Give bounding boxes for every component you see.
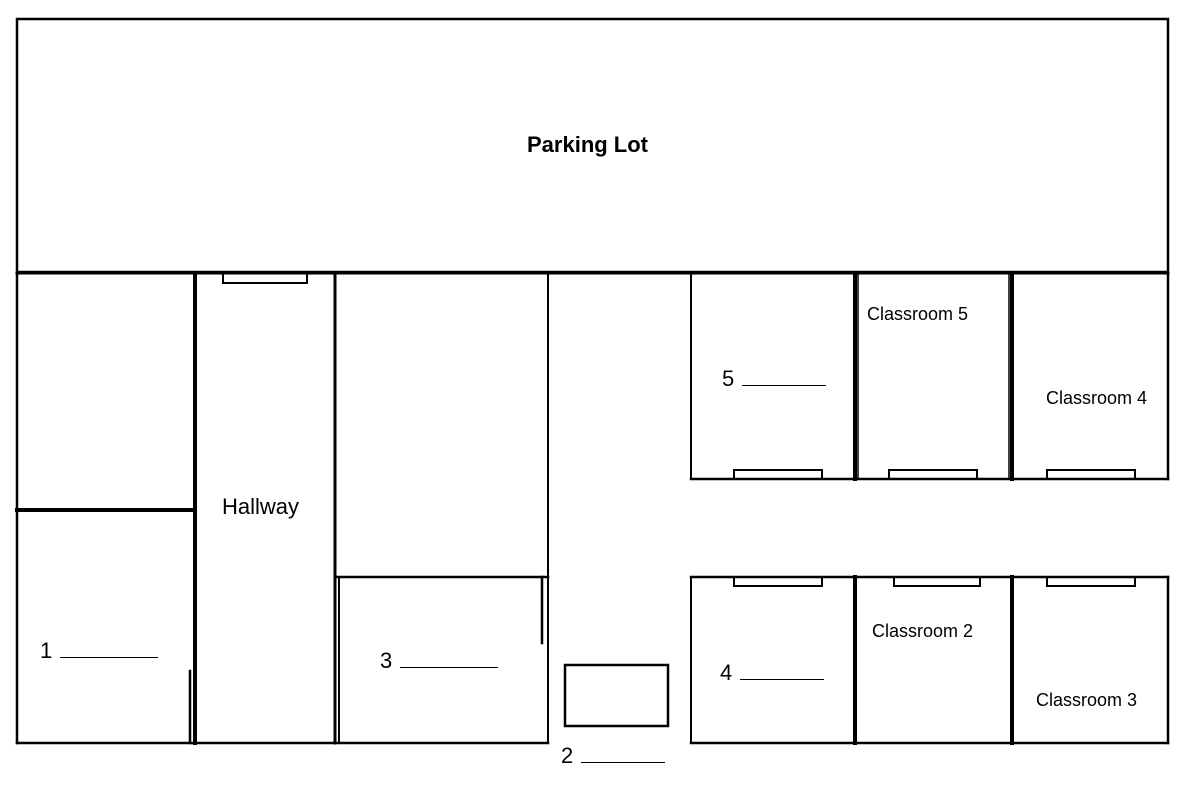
door-room-5 (733, 469, 823, 480)
hallway-door (222, 272, 308, 284)
parking-lot-label: Parking Lot (527, 132, 649, 157)
blank-3-number: 3 (380, 648, 393, 673)
blank-3-line[interactable] (400, 666, 499, 668)
blank-1: 1 (40, 638, 159, 663)
blank-4-line[interactable] (740, 678, 825, 680)
blank-5-number: 5 (722, 366, 735, 391)
blank-2-number: 2 (561, 743, 574, 768)
blank-1-line[interactable] (60, 656, 159, 658)
door-classroom-4 (1046, 469, 1136, 480)
classroom-3-label: Classroom 3 (1036, 690, 1138, 710)
blank-3: 3 (380, 648, 499, 673)
box-2 (563, 663, 670, 728)
blank-5-line[interactable] (742, 384, 827, 386)
blank-4-number: 4 (720, 660, 733, 685)
hallway-label: Hallway (222, 494, 300, 519)
blank-1-number: 1 (40, 638, 53, 663)
classroom-2-label: Classroom 2 (872, 621, 974, 641)
classroom-4-label: Classroom 4 (1046, 388, 1148, 408)
door-classroom-2 (893, 576, 981, 587)
blank-4: 4 (720, 660, 825, 685)
blank-2: 2 (561, 743, 666, 768)
door-room-4 (733, 576, 823, 587)
classroom-5-label: Classroom 5 (867, 304, 969, 324)
door-classroom-5 (888, 469, 978, 480)
blank-5: 5 (722, 366, 827, 391)
blank-2-line[interactable] (581, 761, 666, 763)
door-classroom-3 (1046, 576, 1136, 587)
